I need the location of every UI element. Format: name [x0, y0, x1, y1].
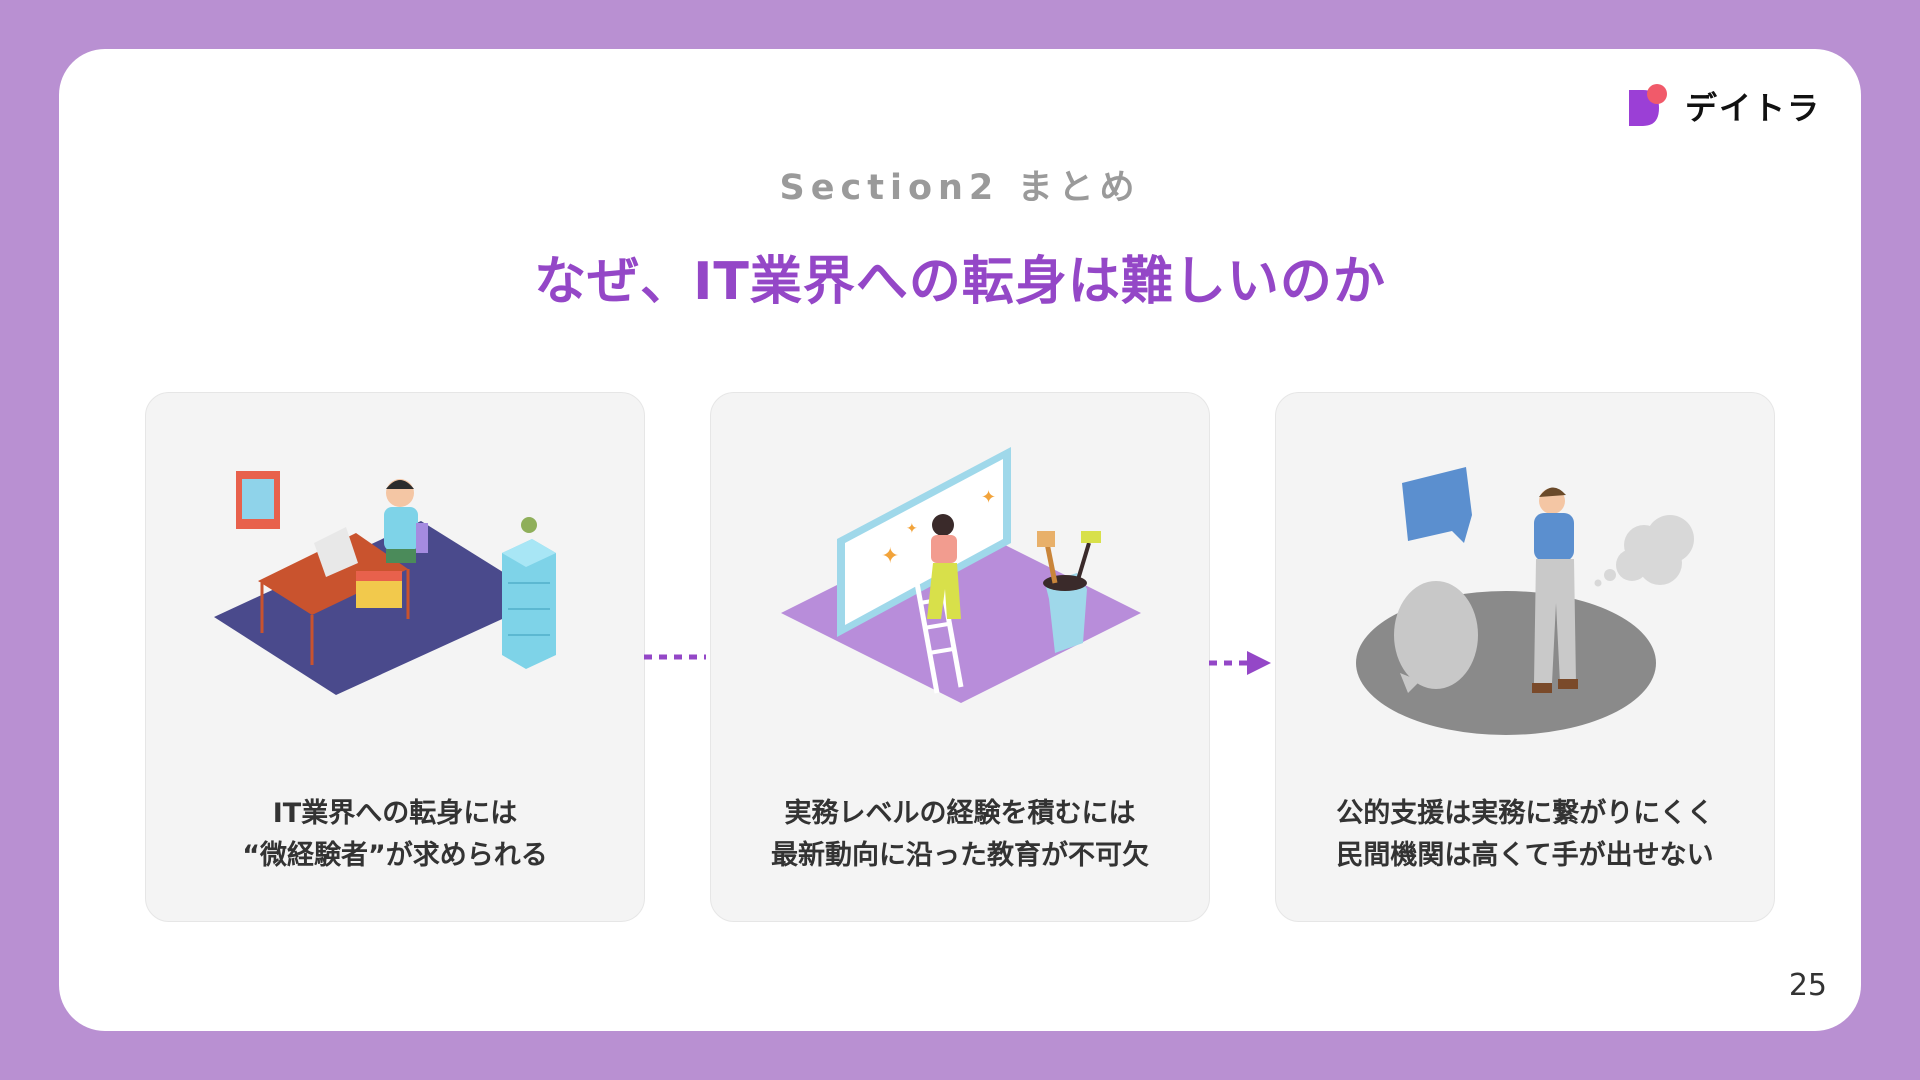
logo: デイトラ — [1625, 82, 1821, 130]
thinking-man-illustration — [1356, 467, 1694, 735]
arrow-connector-2 — [1209, 651, 1271, 675]
card-1: IT業界への転身には “微経験者”が求められる — [145, 392, 645, 922]
page-title: なぜ、IT業界への転身は難しいのか — [534, 252, 1386, 312]
svg-text:✦: ✦ — [981, 487, 996, 508]
page-number: 25 — [1788, 968, 1827, 1003]
card-2-caption: 実務レベルの経験を積むには 最新動向に沿った教育が不可欠 — [711, 793, 1209, 877]
svg-text:✦: ✦ — [881, 544, 899, 569]
logo-text: デイトラ — [1684, 89, 1821, 127]
desk-worker-illustration — [214, 471, 556, 695]
card-3-line-2: 民間機関は高くて手が出せない — [1336, 840, 1714, 871]
dotted-connector-1 — [644, 654, 706, 660]
brand-logo-icon — [1628, 84, 1667, 126]
card-3-line-1: 公的支援は実務に繋がりにくく — [1336, 798, 1714, 829]
card-3-caption: 公的支援は実務に繋がりにくく 民間機関は高くて手が出せない — [1276, 793, 1774, 877]
slide: デイトラ Section2 まとめ なぜ、IT業界への転身は難しいのか — [59, 49, 1861, 1031]
card-3: 公的支援は実務に繋がりにくく 民間機関は高くて手が出せない — [1275, 392, 1775, 922]
card-2: ✦ ✦ ✦ 実務レベルの経験を積むには 最新動向に沿った教育が不可欠 — [710, 392, 1210, 922]
card-2-line-1: 実務レベルの経験を積むには — [784, 798, 1136, 829]
card-1-line-1: IT業界への転身には — [272, 798, 518, 829]
card-1-line-2: “微経験者”が求められる — [242, 840, 548, 871]
card-2-line-2: 最新動向に沿った教育が不可欠 — [771, 840, 1149, 871]
section-subtitle: Section2 まとめ — [779, 168, 1141, 208]
svg-text:✦: ✦ — [906, 521, 918, 537]
ladder-screen-illustration: ✦ ✦ ✦ — [781, 447, 1141, 703]
card-1-caption: IT業界への転身には “微経験者”が求められる — [146, 793, 644, 877]
